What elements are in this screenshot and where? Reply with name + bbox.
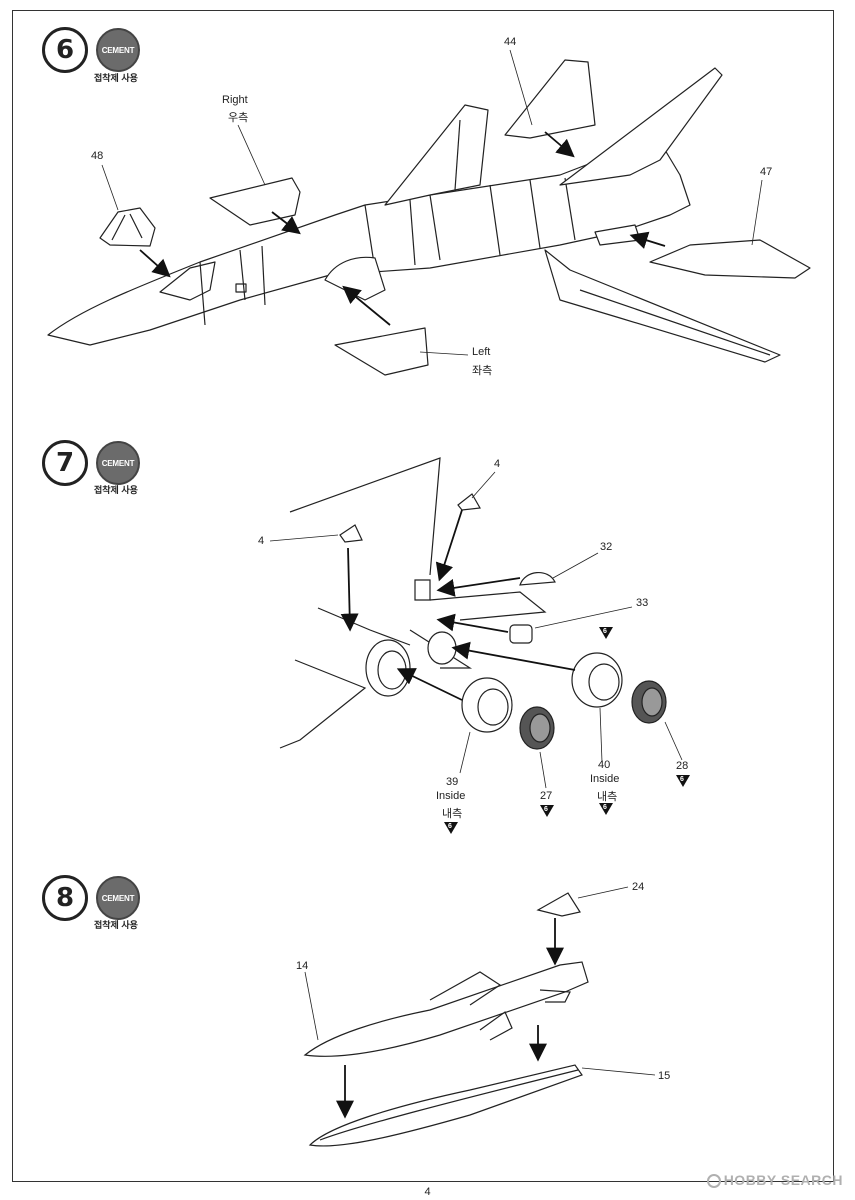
step-number: 7	[42, 440, 88, 486]
cement-note: 접착제 사용	[94, 920, 138, 930]
label-inside-en: Inside	[436, 790, 466, 802]
part-label-14: 14	[296, 960, 309, 972]
paint-ref-triangle: 6	[599, 627, 613, 639]
part-label-4: 4	[494, 458, 501, 470]
part-label-48: 48	[91, 150, 104, 162]
panel-left	[334, 327, 429, 376]
part-label-24: 24	[632, 881, 645, 893]
label-left-en: Left	[472, 346, 491, 358]
paint-ref-triangle: 6	[599, 803, 613, 815]
part-label-15: 15	[658, 1070, 671, 1082]
part-label-44: 44	[504, 36, 517, 48]
cement-note: 접착제 사용	[94, 485, 138, 495]
part-label-47: 47	[760, 166, 773, 178]
step-number: 8	[42, 875, 88, 921]
canopy-part-48	[99, 207, 156, 247]
label-inside-ko: 내측	[442, 808, 463, 820]
part-label-39: 39	[446, 776, 459, 788]
label-left-ko: 좌측	[472, 365, 493, 377]
cement-icon: CEMENT	[96, 441, 140, 485]
fin-part-44	[504, 59, 596, 139]
page-number: 4	[424, 1186, 431, 1198]
part-label-28: 28	[676, 760, 689, 772]
step-number: 6	[42, 27, 88, 73]
cement-note: 접착제 사용	[94, 73, 138, 83]
part-label-40: 40	[598, 759, 611, 771]
cement-icon: CEMENT	[96, 28, 140, 72]
label-inside-ko: 내측	[597, 791, 618, 803]
part-label-4: 4	[258, 535, 265, 547]
paint-ref-triangle: 6	[676, 775, 690, 787]
label-right-en: Right	[222, 94, 248, 106]
part-label-32: 32	[600, 541, 613, 553]
watermark: HOBBY SEARCH	[706, 1172, 843, 1189]
aircraft-fuselage-drawing	[47, 67, 781, 363]
panel-right	[209, 177, 301, 226]
paint-ref-triangle: 6	[540, 805, 554, 817]
cement-icon: CEMENT	[96, 876, 140, 920]
part-label-27: 27	[540, 790, 553, 802]
paint-ref-triangle: 6	[444, 822, 458, 834]
watermark-logo-icon	[706, 1174, 721, 1189]
page-frame	[12, 10, 834, 1182]
label-right-ko: 우측	[228, 112, 249, 124]
stabilizer-part-47	[649, 239, 811, 279]
part-label-33: 33	[636, 597, 649, 609]
label-inside-en: Inside	[590, 773, 620, 785]
